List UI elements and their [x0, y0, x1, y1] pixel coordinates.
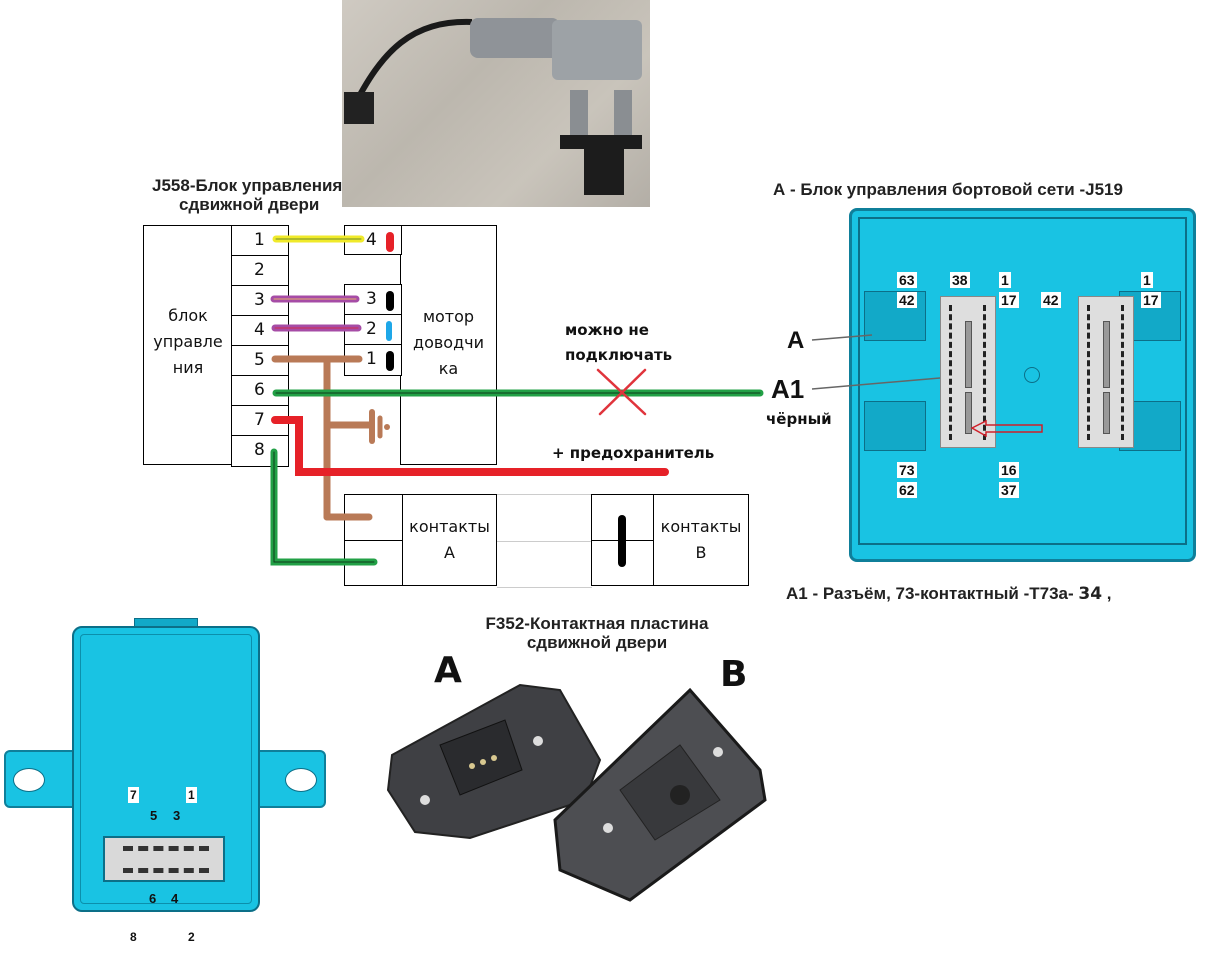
pin-tag-16: 16: [999, 462, 1019, 478]
mount-hole-left: [13, 768, 45, 792]
connector-pin-8: 8: [130, 930, 137, 944]
callout-a1: А1: [771, 374, 805, 404]
j558-pin-number: 8: [254, 440, 265, 460]
plate-b-letter: В: [720, 654, 748, 695]
pin-tag-b-1: 1: [1141, 272, 1153, 288]
motor-label-3: ка: [438, 359, 459, 378]
j519-caption-prefix: А1 - Разъём, 73-контактный -Т73а-: [786, 584, 1079, 603]
j558-title-line2: сдвижной двери: [179, 195, 320, 214]
connector-b-socket: [1078, 296, 1134, 448]
motor-pin-color-marker: [386, 351, 394, 371]
motor-pin-2: 2: [344, 314, 402, 346]
motor-pin-number: 1: [366, 349, 377, 369]
pin-tag-b-17: 17: [1141, 292, 1161, 308]
do-not-connect-cross-icon: [596, 368, 647, 416]
j558-block-label-2: управле: [153, 332, 223, 351]
j519-module: [849, 208, 1196, 562]
optional-note-line2: подключать: [565, 346, 673, 364]
connector-pin-4: 4: [171, 891, 179, 906]
contact-plate-a: [386, 683, 602, 840]
j558-pin-2: 2: [231, 255, 289, 287]
pin-tag-73: 73: [897, 462, 917, 478]
j558-pin-number: 7: [254, 410, 265, 430]
j558-pin-number: 1: [254, 230, 265, 250]
contacts-b-marker: [618, 515, 626, 567]
connector-pin-7: 7: [128, 787, 139, 803]
connector-pin-2: 2: [188, 930, 195, 944]
j519-caption-pin: 34: [1078, 584, 1103, 604]
j558-pin-6: 6: [231, 375, 289, 407]
contacts-b-label: контакты: [660, 517, 742, 536]
pin-tag-63: 63: [897, 272, 917, 288]
motor-pin-1: 1: [344, 344, 402, 376]
connector-pin-3: 3: [173, 808, 181, 823]
callout-a: А: [787, 327, 805, 354]
connector-a1-socket: [940, 296, 996, 448]
motor-pin-number: 2: [366, 319, 377, 339]
j519-caption: А1 - Разъём, 73-контактный -Т73а- 34 ,: [786, 584, 1112, 604]
contacts-a-pin-block: [344, 494, 404, 586]
j558-pin-number: 6: [254, 380, 265, 400]
motor-pin-number: 4: [366, 230, 377, 250]
motor-label-1: мотор: [422, 307, 475, 326]
j558-pin-number: 2: [254, 260, 265, 280]
pin-tag-1: 1: [999, 272, 1011, 288]
contact-plate-b: [553, 687, 767, 902]
contacts-a-letter: А: [444, 543, 455, 562]
j558-title-line1: J558-Блок управления: [152, 176, 343, 195]
door-closer-motor-photo: [342, 0, 650, 207]
pin-tag-62: 62: [897, 482, 917, 498]
optional-note: можно не подключать: [565, 318, 672, 368]
j558-pin-number: 3: [254, 290, 265, 310]
connector-pin-1: 1: [186, 787, 197, 803]
fuse-note: + предохранитель: [552, 444, 715, 462]
motor-label-2: доводчи: [413, 333, 484, 352]
j558-pin-8: 8: [231, 435, 289, 467]
contacts-a-label-cell: контакты А: [402, 494, 497, 586]
motor-pin-4: 4: [344, 225, 402, 255]
pin-tag-42: 42: [897, 292, 917, 308]
motor-pin-color-marker: [386, 232, 394, 252]
a1-color-label: чёрный: [766, 410, 832, 428]
j558-pin-number: 4: [254, 320, 265, 340]
j558-pin-number: 5: [254, 350, 265, 370]
j558-pin-7: 7: [231, 405, 289, 437]
motor-pin-color-marker: [386, 291, 394, 311]
optional-note-line1: можно не: [565, 321, 649, 339]
j558-pin-3: 3: [231, 285, 289, 317]
contacts-b-letter: В: [695, 543, 707, 562]
j519-caption-suffix: ,: [1102, 584, 1112, 603]
j558-pin-4: 4: [231, 315, 289, 347]
j558-connector-socket: [103, 836, 225, 882]
contacts-a-label: контакты: [409, 517, 490, 536]
motor-pin-3: 3: [344, 284, 402, 316]
pin-tag-17: 17: [999, 292, 1019, 308]
j558-block-label-1: блок: [168, 306, 208, 325]
j558-block-label-3: ния: [172, 358, 204, 377]
pin-tag-b-42: 42: [1041, 292, 1061, 308]
motor-pin-color-marker: [386, 321, 392, 341]
mount-hole-right: [285, 768, 317, 792]
connector-pin-6: 6: [149, 891, 157, 906]
j519-title: А - Блок управления бортовой сети -J519: [773, 180, 1123, 199]
f352-title-line2: сдвижной двери: [526, 633, 668, 652]
j558-pin-5: 5: [231, 345, 289, 377]
j558-block: блок управле ния: [143, 225, 233, 465]
pin-tag-37: 37: [999, 482, 1019, 498]
contacts-gap: [497, 494, 592, 588]
plate-a-letter: А: [434, 650, 462, 691]
contacts-b-label-cell: контакты В: [653, 494, 749, 586]
f352-title-line1: F352-Контактная пластина: [485, 614, 709, 633]
f352-title: F352-Контактная пластина сдвижной двери: [462, 614, 732, 652]
motor-block: мотор доводчи ка: [400, 225, 497, 465]
motor-pin-number: 3: [366, 289, 377, 309]
contacts-b-pin-block: [591, 494, 655, 586]
ground-icon: [384, 424, 390, 430]
j558-pin-1: 1: [231, 225, 289, 257]
pin-tag-38: 38: [950, 272, 970, 288]
motor-illustration: [344, 18, 642, 195]
j558-title: J558-Блок управления сдвижной двери: [152, 176, 342, 214]
connector-pin-5: 5: [150, 808, 158, 823]
